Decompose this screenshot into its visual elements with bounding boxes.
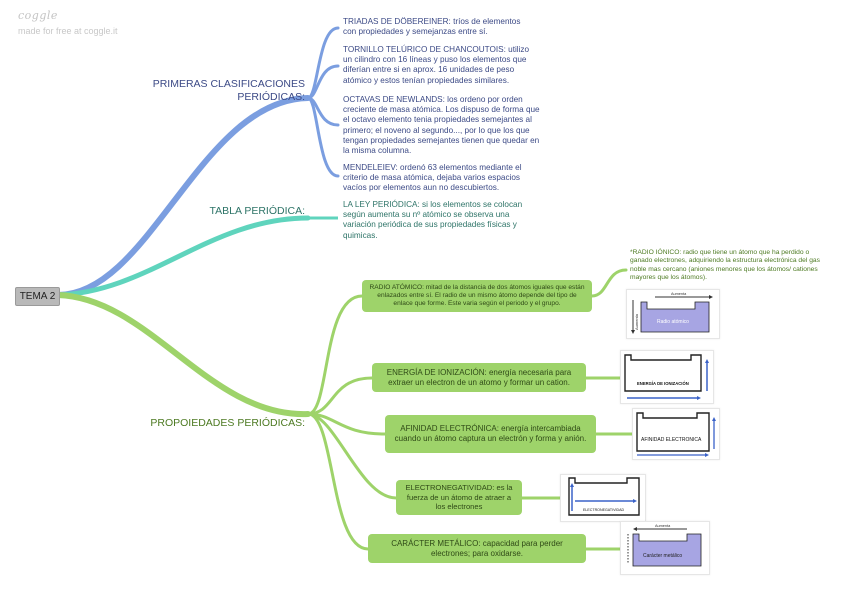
radio-side-label: Aumenta <box>634 313 639 330</box>
radio-top-label: Aumenta <box>671 292 687 296</box>
node-radio-atomico-text: RADIO ATÓMICO: mitad de la distancia de … <box>369 284 585 307</box>
root-node-tema-2[interactable]: TEMA 2 <box>15 287 60 306</box>
thumbnail-connectors <box>520 268 634 551</box>
thumbnail-caracter-metalico[interactable]: Aumenta Carácter metálico <box>620 521 710 575</box>
branch-propiedades-periodicas[interactable]: PROPOIEDADES PERIÓDICAS: <box>150 417 305 429</box>
thumbnail-radio-atomico[interactable]: Aumenta Aumenta Radio atómico <box>626 289 720 339</box>
node-afinidad-electronica-text: AFINIDAD ELECTRÓNICA: energía intercambi… <box>394 424 587 443</box>
node-caracter-metalico-text: CARÁCTER METÁLICO: capacidad para perder… <box>391 538 563 558</box>
node-radio-atomico[interactable]: RADIO ATÓMICO: mitad de la distancia de … <box>362 280 592 312</box>
made-for-free-link[interactable]: made for free at coggle.it <box>18 26 118 36</box>
primeras-children-connectors <box>306 26 340 178</box>
coggle-logo[interactable]: coggle <box>18 9 58 22</box>
metalico-top-label: Aumenta <box>655 524 671 528</box>
energia-ionizacion-table-diagram: ENERGÍA DE IONIZACIÓN <box>624 354 709 400</box>
node-mendeleiev[interactable]: MENDELEIEV: ordenó 63 elementos mediante… <box>343 163 522 193</box>
node-energia-ionizacion-text: ENERGÍA DE IONIZACIÓN: energía necesaria… <box>386 367 572 387</box>
energia-inner-label: ENERGÍA DE IONIZACIÓN <box>637 381 689 386</box>
propiedades-children-connectors <box>306 294 398 551</box>
node-energia-ionizacion[interactable]: ENERGÍA DE IONIZACIÓN: energía necesaria… <box>372 363 586 392</box>
node-ley-periodica[interactable]: LA LEY PERIÓDICA: si los elementos se co… <box>343 200 523 240</box>
node-triadas-dobereiner[interactable]: TRIADAS DE DÖBEREINER: tríos de elemento… <box>343 17 521 37</box>
thumbnail-electronegatividad[interactable]: ELECTRONEGATIVIDAD <box>560 474 646 522</box>
caracter-metalico-table-diagram: Aumenta Carácter metálico <box>627 524 702 567</box>
afinidad-inner-label: AFINIDAD ELECTRONICA <box>641 437 702 443</box>
thumbnail-energia-ionizacion[interactable]: ENERGÍA DE IONIZACIÓN <box>620 350 714 404</box>
node-electronegatividad[interactable]: ELECTRONEGATIVIDAD: es la fuerza de un á… <box>396 480 522 515</box>
node-electronegatividad-text: ELECTRONEGATIVIDAD: es la fuerza de un á… <box>405 483 513 512</box>
radio-inner-label: Radio atómico <box>657 319 689 325</box>
branch-connector-propiedades <box>55 292 311 418</box>
radio-atomico-table-diagram: Aumenta Aumenta Radio atómico <box>631 292 713 334</box>
electronegatividad-table-diagram: ELECTRONEGATIVIDAD <box>568 477 640 516</box>
node-caracter-metalico[interactable]: CARÁCTER METÁLICO: capacidad para perder… <box>368 534 586 563</box>
branch-primeras-clasificaciones[interactable]: PRIMERAS CLASIFICACIONES PERIÓDICAS: <box>152 78 305 103</box>
branch-connector-tabla <box>55 215 311 298</box>
branch-connector-primeras <box>55 95 311 298</box>
branch-tabla-periodica[interactable]: TABLA PERIÓDICA: <box>209 205 306 217</box>
node-tornillo-telurico[interactable]: TORNILLO TELÚRICO DE CHANCOUTOIS: utiliz… <box>343 45 530 85</box>
node-afinidad-electronica[interactable]: AFINIDAD ELECTRÓNICA: energía intercambi… <box>385 415 596 453</box>
thumbnail-afinidad-electronica[interactable]: AFINIDAD ELECTRONICA <box>632 408 720 460</box>
electroneg-inner-label: ELECTRONEGATIVIDAD <box>583 508 624 512</box>
metalico-inner-label: Carácter metálico <box>643 553 682 559</box>
node-octavas-newlands[interactable]: OCTAVAS DE NEWLANDS: los ordeno por orde… <box>343 95 540 156</box>
afinidad-electronica-table-diagram: AFINIDAD ELECTRONICA <box>636 412 716 457</box>
node-radio-ionico-note[interactable]: *RADIO IÓNICO: radio que tiene un átomo … <box>630 249 820 282</box>
